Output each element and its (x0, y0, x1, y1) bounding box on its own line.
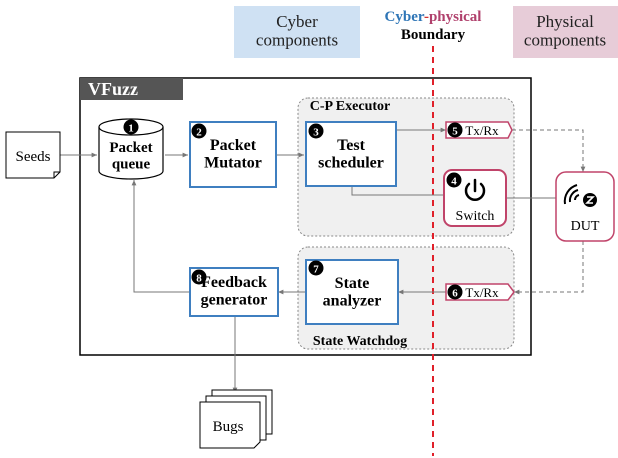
bugs-label: Bugs (213, 419, 244, 435)
seeds-label: Seeds (16, 149, 51, 165)
svg-text:4: 4 (451, 176, 457, 188)
svg-text:5: 5 (452, 126, 458, 138)
bugs-node (199, 401, 261, 449)
switch-label: Switch (456, 209, 495, 224)
cyber-physical-boundary-title: Cyber-physical (385, 9, 482, 25)
test-scheduler-node (305, 121, 397, 187)
svg-text:7: 7 (313, 264, 319, 276)
cyber-components-legend-box (234, 6, 360, 58)
txrx-bottom-label: Tx/Rx (465, 285, 499, 300)
dut-label: DUT (571, 219, 600, 234)
svg-text:3: 3 (313, 127, 319, 139)
vfuzz-frame-title: VFuzz (88, 79, 138, 99)
svg-text:8: 8 (196, 273, 202, 285)
arrow-feedback-to-queue (131, 180, 190, 293)
zwave-wireless-icon (563, 184, 597, 207)
badge-2: 2 (191, 123, 207, 139)
packet-queue-top-rim (98, 126, 164, 136)
badge-8: 8 (191, 269, 207, 285)
vfuzz-frame-header (80, 78, 183, 100)
txrx-bottom-node (445, 283, 515, 301)
dashed-arrow-dut-to-txrx-bottom (514, 241, 584, 295)
txrx-top-label: Tx/Rx (465, 123, 499, 138)
cp-executor-label: C-P Executor (310, 99, 390, 114)
power-icon (464, 178, 486, 201)
svg-text:6: 6 (452, 288, 458, 300)
seeds-node-fold (53, 171, 60, 178)
svg-text:2: 2 (196, 127, 202, 139)
txrx-top-node (445, 121, 513, 139)
badge-4: 4 (446, 172, 462, 188)
badge-1: 1 (123, 119, 139, 135)
svg-text:1: 1 (128, 123, 134, 135)
badge-3: 3 (308, 123, 324, 139)
line-scheduler-to-switch (351, 186, 444, 196)
state-watchdog-label: State Watchdog (313, 334, 407, 349)
badge-7: 7 (308, 260, 324, 276)
boundary-label: Boundary (401, 27, 466, 43)
dashed-arrow-txrx-top-to-dut (512, 129, 586, 172)
badge-6: 6 (447, 284, 463, 300)
seeds-node (5, 131, 61, 179)
badge-5: 5 (447, 122, 463, 138)
physical-components-legend-box (513, 6, 618, 58)
